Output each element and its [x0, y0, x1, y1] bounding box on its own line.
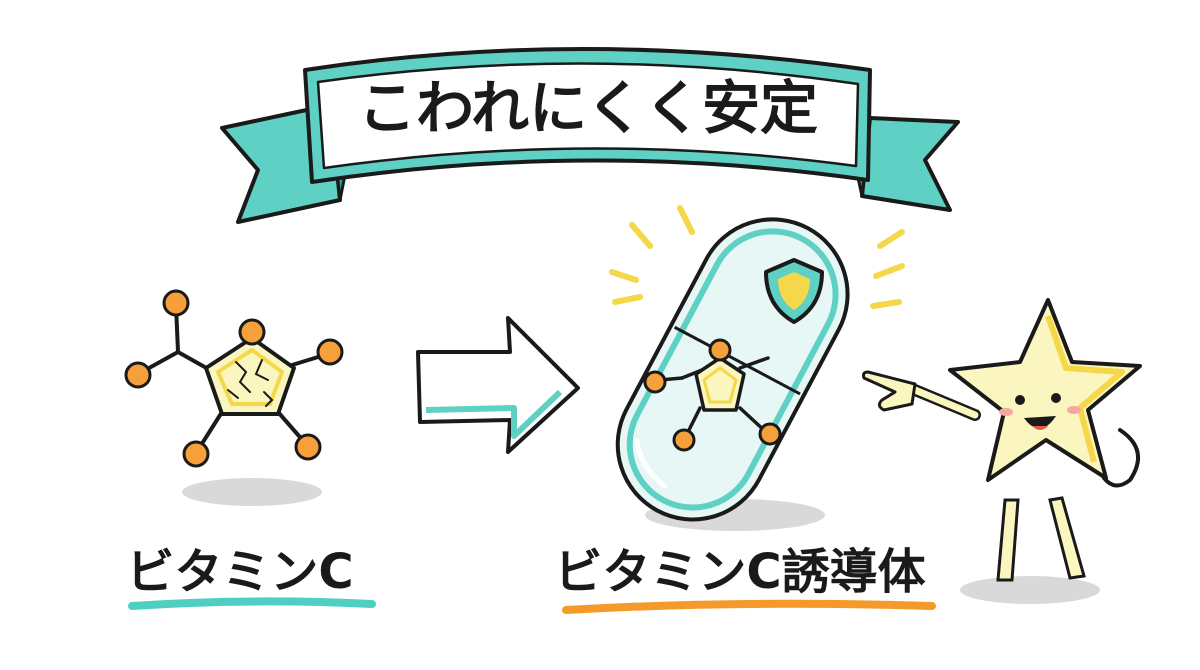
atom: [182, 440, 210, 468]
star-mascot: [862, 298, 1142, 604]
banner-right-tail: [860, 116, 960, 212]
vitamin-c-molecule: [124, 289, 344, 506]
atom: [294, 433, 322, 461]
vitamin-c-underline: [128, 597, 376, 610]
vitamin-c-derivative-underline: [562, 599, 936, 614]
vitamin-c-derivative-label-group: ビタミンC誘導体: [554, 544, 936, 614]
atom: [316, 338, 344, 366]
atom: [238, 318, 266, 346]
pointing-hand: [862, 370, 917, 412]
atom: [124, 361, 152, 389]
vitamin-c-derivative-label: ビタミンC誘導体: [554, 544, 925, 600]
vitamin-c-label-group: ビタミンC: [126, 544, 376, 610]
star-eye-right: [1051, 393, 1061, 403]
sparkles: [609, 205, 905, 309]
vitamin-c-label: ビタミンC: [126, 544, 353, 600]
atom: [708, 338, 732, 362]
capsule-icon: [609, 205, 905, 531]
star-eye-left: [1015, 395, 1025, 405]
banner-title: こわれにくく安定: [358, 74, 818, 142]
atom: [672, 428, 696, 452]
star-shadow: [960, 576, 1100, 604]
molecule-shadow: [182, 478, 322, 506]
arrow-shade: [425, 389, 563, 439]
atom: [162, 289, 190, 317]
arrow-right-icon: [416, 316, 580, 454]
shield-icon: [764, 258, 824, 324]
star-mouth: [1024, 416, 1056, 429]
star-body: [948, 298, 1142, 482]
atom: [643, 370, 667, 394]
banner-inner: [316, 62, 860, 170]
atom: [758, 422, 782, 446]
banner: こわれにくく安定: [220, 47, 960, 224]
